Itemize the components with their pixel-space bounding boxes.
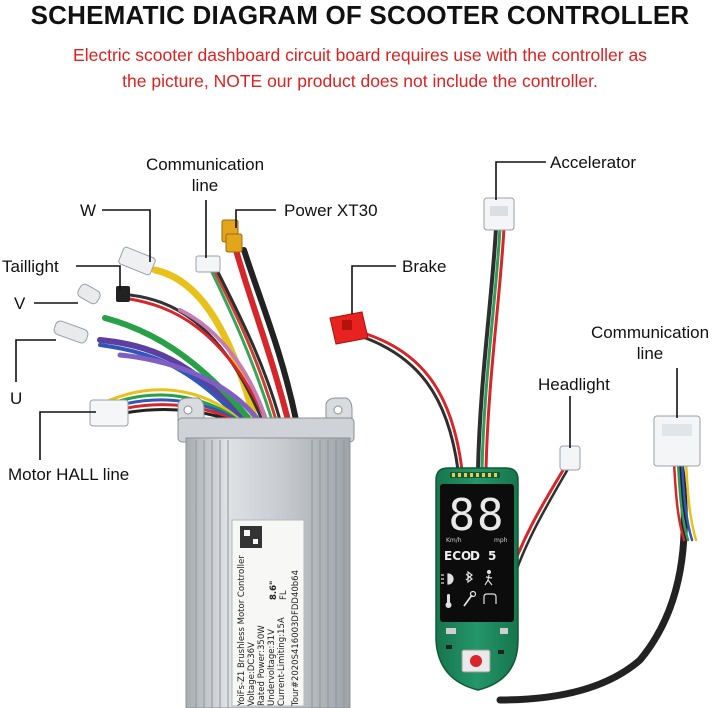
label-taillight: Taillight: [2, 257, 59, 276]
label-accelerator: Accelerator: [550, 153, 636, 172]
pcb-components: [446, 472, 508, 673]
controller-connectors: [53, 219, 243, 427]
leader-lines: [15, 161, 678, 460]
label-communication-line-right-1: Communication: [590, 323, 710, 342]
sticker-line-1: YoiFs-Z1 Brushless Motor Controller: [237, 555, 247, 707]
motor-controller: YoiFs-Z1 Brushless Motor Controller Volt…: [177, 397, 355, 708]
wrench-icon: [463, 590, 477, 607]
dashboard-wires: [358, 226, 698, 704]
display-unit-right: mph: [494, 537, 508, 544]
thermometer-icon: [445, 594, 452, 608]
bluetooth-icon: [465, 570, 473, 584]
dashboard-connectors: [329, 197, 701, 471]
label-communication-line-left-1: Communication: [145, 155, 265, 174]
display-mode: ECO: [444, 549, 471, 563]
label-motor-hall-line: Motor HALL line: [8, 465, 130, 484]
sticker-code-2: FL: [279, 590, 289, 600]
sticker-line-5: Current-Limiting:15A: [277, 617, 287, 706]
label-u: U: [10, 389, 23, 408]
label-brake: Brake: [402, 257, 447, 276]
sticker-line-2: Voltage:DC36V: [247, 642, 257, 706]
page-title: SCHEMATIC DIAGRAM OF SCOOTER CONTROLLER: [30, 0, 690, 30]
subtitle-line-1: Electric scooter dashboard circuit board…: [73, 45, 647, 65]
sticker-line-6: Tour#2020S416003DFDD40b64: [291, 570, 301, 707]
display-unit-left: Km/h: [446, 537, 462, 544]
display-gear-number: 5: [488, 549, 496, 563]
display-speed: 88: [449, 490, 506, 541]
label-communication-line-left: Communication line: [130, 154, 280, 196]
label-power-xt30: Power XT30: [284, 201, 378, 220]
label-communication-line-right: Communication line: [580, 322, 720, 364]
label-v: V: [14, 294, 26, 313]
subtitle-line-2: the picture, NOTE our product does not i…: [122, 71, 598, 91]
label-communication-line-right-2: line: [636, 344, 664, 363]
display-gear-letter: D: [470, 549, 480, 563]
label-communication-line-left-2: line: [191, 176, 219, 195]
label-headlight: Headlight: [538, 375, 610, 394]
battery-icon: [483, 593, 497, 604]
dashboard-board: 88 Km/h mph ECO D 5: [435, 467, 519, 691]
label-w: W: [80, 201, 97, 220]
sticker-line-3: Rated Power:350W: [257, 625, 267, 706]
subtitle: Electric scooter dashboard circuit board…: [10, 42, 710, 94]
sticker-line-4: Undervoltage:31V: [267, 629, 277, 706]
walk-icon: [484, 569, 493, 586]
sticker-code-1: 8.6": [269, 581, 279, 601]
headlight-icon: [441, 573, 454, 585]
